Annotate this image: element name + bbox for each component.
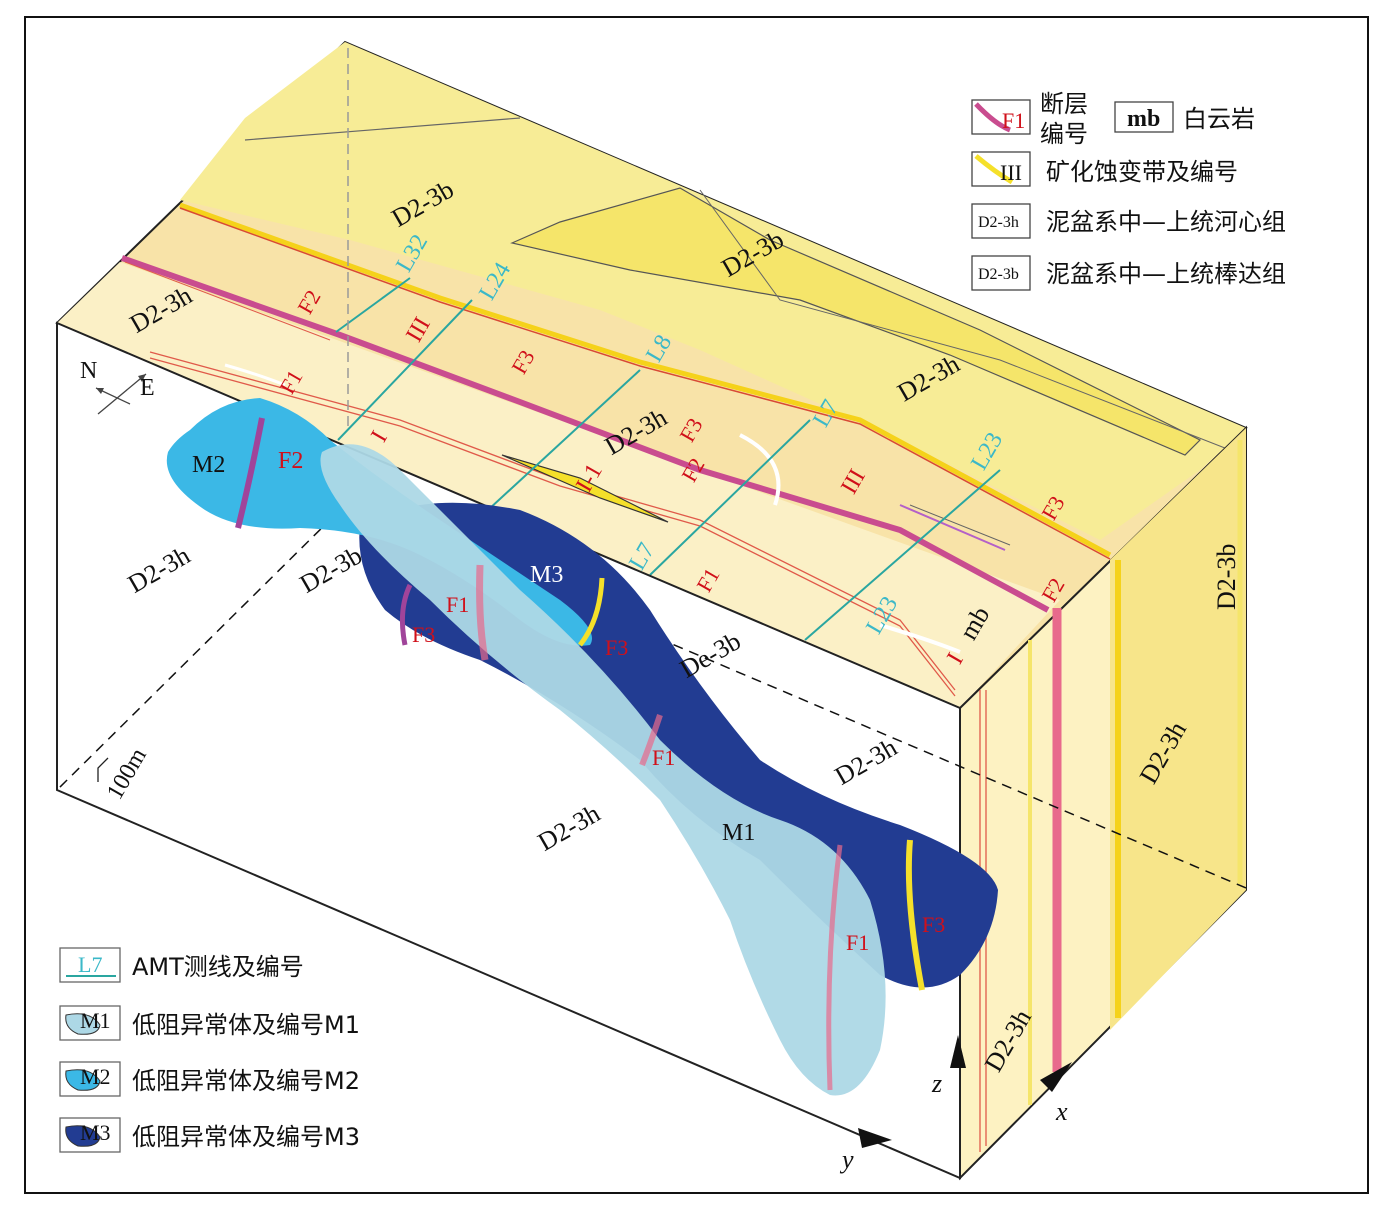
fault-F3-front-yellow xyxy=(578,577,605,647)
legend-zone-code: III xyxy=(1000,160,1022,185)
legend-mb-code: mb xyxy=(1127,106,1160,132)
legend-fault-text-1: 断层 xyxy=(1040,90,1088,118)
axis-x-label: x xyxy=(1055,1097,1068,1126)
axis-y-arrow xyxy=(858,1128,892,1148)
anomaly-M1 xyxy=(320,444,886,1096)
scale-bar xyxy=(97,757,109,782)
fault-F3-label-3: F3 xyxy=(922,912,945,937)
grey-line xyxy=(909,504,1011,546)
legend-m3-text: 低阻异常体及编号M3 xyxy=(132,1123,360,1151)
fault-F3-front-yellow-2 xyxy=(905,839,925,991)
fault-F1-top-a xyxy=(149,351,956,691)
fault-F3-M2-front xyxy=(399,583,413,646)
b-formation-lens xyxy=(510,187,1202,456)
compass-arrow-nw xyxy=(96,388,104,394)
white-lens xyxy=(739,433,781,506)
legend-amt-text: AMT测线及编号 xyxy=(132,953,304,981)
formation-label-side-b: D2-3b xyxy=(1212,544,1241,610)
legend-formation-b-code: D2-3b xyxy=(978,266,1019,283)
legend-bottom: L7 AMT测线及编号 M1 低阻异常体及编号M1 M2 低阻异常体及编号M2 … xyxy=(59,947,360,1153)
legend-m3-shape xyxy=(65,1125,101,1147)
legend-amt-code: L7 xyxy=(78,952,102,977)
anomaly-M3-label: M3 xyxy=(530,562,563,588)
legend-formation-h-text: 泥盆系中—上统河心组 xyxy=(1046,208,1286,236)
legend-fault-code: F1 xyxy=(1002,108,1025,133)
fault-F3-label-1: F3 xyxy=(412,622,435,647)
axis-z-label: z xyxy=(931,1069,942,1098)
amt-line-L24 xyxy=(337,299,473,441)
legend-m2-text: 低阻异常体及编号M2 xyxy=(132,1067,360,1095)
legend-top: F1 断层 编号 mb 白云岩 III 矿化蚀变带及编号 D2-3h 泥盆系中—… xyxy=(971,90,1286,291)
amt-line-L8 xyxy=(487,369,641,511)
legend-m3-code: M3 xyxy=(80,1120,111,1145)
mineral-zone-III-top xyxy=(179,202,1112,558)
legend-formation-h-swatch xyxy=(971,203,1031,239)
fault-F2-top xyxy=(121,255,1050,613)
anomaly-M1-label: M1 xyxy=(722,820,755,846)
purple-line xyxy=(899,504,1006,551)
legend-m1-code: M1 xyxy=(80,1008,111,1033)
fault-thin-red-2 xyxy=(124,261,331,341)
formation-contact-line xyxy=(244,117,521,141)
legend-m1-shape xyxy=(65,1013,101,1035)
fault-F1-front-b xyxy=(639,714,663,767)
legend-mb-text: 白云岩 xyxy=(1183,105,1255,133)
legend-zone-text: 矿化蚀变带及编号 xyxy=(1046,158,1238,186)
legend-formation-h-code: D2-3h xyxy=(978,214,1019,231)
legend-fault-line xyxy=(974,102,1011,133)
fault-F3-label-2: F3 xyxy=(605,635,628,660)
compass-n-label: N xyxy=(80,358,97,384)
legend-fault-swatch xyxy=(971,99,1031,135)
fault-F1-label-1: F1 xyxy=(446,592,469,617)
compass-arrow-ne xyxy=(138,374,146,382)
legend-mb-swatch xyxy=(1114,101,1174,133)
fault-F1-label-2: F1 xyxy=(652,745,675,770)
axis-z-arrow xyxy=(950,1035,966,1068)
legend-zone-line xyxy=(974,154,1014,185)
compass-ne-line xyxy=(97,373,147,415)
compass-e-label: E xyxy=(140,375,155,401)
side-b-formation xyxy=(1110,428,1246,1030)
white-lens-3 xyxy=(224,363,286,387)
legend-m2-shape xyxy=(65,1069,101,1091)
front-face xyxy=(56,321,961,1180)
fault-F3-top xyxy=(179,207,1111,560)
fault-F1-front-c xyxy=(826,844,843,1091)
legend-fault-text-2: 编号 xyxy=(1040,120,1088,148)
b-formation-upper xyxy=(180,42,1246,540)
amt-line-L23 xyxy=(804,469,1001,641)
axis-x-arrow xyxy=(1040,1062,1072,1092)
fault-F1-front-a xyxy=(476,564,489,661)
mineral-lens-I1 xyxy=(501,454,669,523)
anomaly-M2-label: M2 xyxy=(192,452,225,478)
legend-formation-b-swatch xyxy=(971,255,1031,291)
amt-line-L7 xyxy=(649,419,811,576)
fault-F2-label-1: F2 xyxy=(278,448,303,474)
white-lens-2 xyxy=(879,623,961,654)
axis-y-label: y xyxy=(839,1145,854,1174)
formation-contact-line-2 xyxy=(699,189,1231,451)
fault-F2-front xyxy=(235,417,265,529)
legend-m2-code: M2 xyxy=(80,1064,111,1089)
legend-m1-text: 低阻异常体及编号M1 xyxy=(132,1011,360,1039)
legend-formation-b-text: 泥盆系中—上统棒达组 xyxy=(1046,260,1286,288)
fault-F1-label-3: F1 xyxy=(846,930,869,955)
